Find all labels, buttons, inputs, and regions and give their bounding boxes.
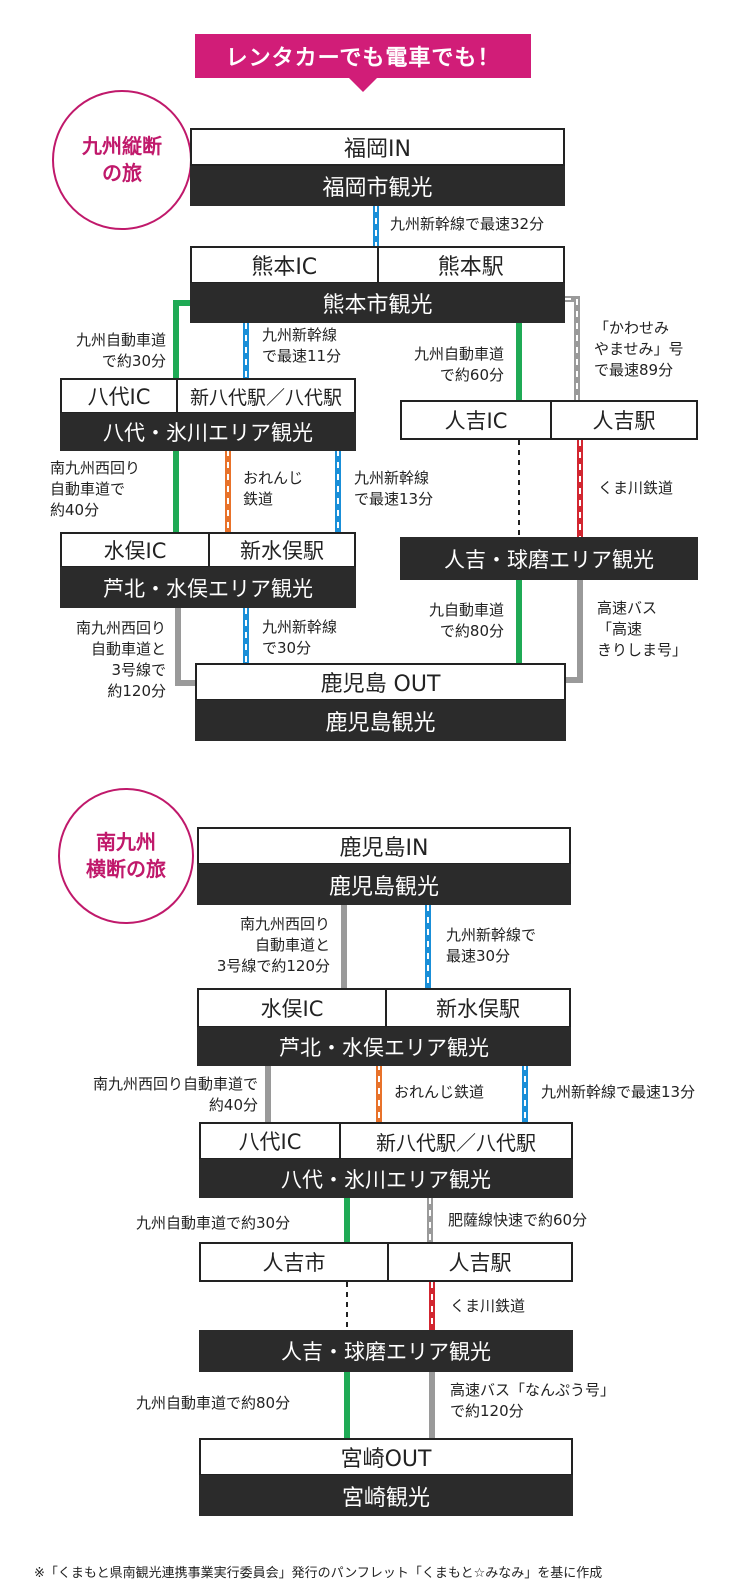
label-kuma: くま川鉄道 [598,479,674,497]
route-title-line2: の旅 [102,161,142,185]
miyazaki-out-box: 宮崎OUT [199,1438,573,1476]
route-title-line1: 南九州 [96,830,156,854]
kagoshima-sight2-label: 鹿児島観光 [328,874,439,900]
minamata2-ic: 水俣IC [199,990,387,1026]
kumamoto-nodes: 熊本IC 熊本駅 [190,246,565,284]
miyazaki-out-label: 宮崎OUT [340,1447,432,1472]
minamata-nodes: 水俣IC 新水俣駅 [60,532,356,568]
fukuoka-sight-box: 福岡市観光 [190,166,565,206]
yatsushiro-sight-label: 八代・氷川エリア観光 [103,421,313,445]
yatsushiro2-sight-box: 八代・氷川エリア観光 [199,1159,573,1198]
hitoyoshi-sight-box: 人吉・球磨エリア観光 [400,537,698,580]
route-title-line1: 九州縦断 [82,134,162,158]
label2-hisatsu: 肥薩線快速で約60分 [448,1211,588,1229]
hitoyoshi2-nodes: 人吉市 人吉駅 [199,1242,573,1282]
kagoshima-out-box: 鹿児島 OUT [195,663,566,701]
label-minami-40: 南九州西回り自動車道で約40分 [50,459,141,519]
label-shin-30: 九州新幹線で30分 [262,618,338,657]
label2-bus-nanpu: 高速バス「なんぷう号」で約120分 [450,1381,616,1420]
minamata2-station: 新水俣駅 [436,997,520,1021]
miyazaki-sight-label: 宮崎観光 [341,1485,430,1511]
yatsushiro-station: 新八代駅／八代駅 [189,386,342,409]
label2-shin-30: 九州新幹線で最速30分 [446,926,537,965]
hitoyoshi2-station: 人吉駅 [448,1251,512,1275]
yatsushiro-sight-box: 八代・氷川エリア観光 [60,413,356,451]
minamata-sight-label: 芦北・水俣エリア観光 [103,576,313,601]
label2-shin-13: 九州新幹線で最速13分 [541,1083,696,1101]
minamata-sight-box: 芦北・水俣エリア観光 [60,567,356,608]
hitoyoshi2-sight-box: 人吉・球磨エリア観光 [199,1330,573,1372]
fukuoka-in-box: 福岡IN [190,128,565,166]
label-orenji: おれんじ鉄道 [243,469,304,508]
kumamoto-station: 熊本駅 [437,255,504,280]
hitoyoshi2-sight-label: 人吉・球磨エリア観光 [281,1340,491,1364]
label-shin-13: 九州新幹線で最速13分 [354,469,434,508]
label2-kuma: くま川鉄道 [450,1297,526,1315]
label2-minami-40: 南九州西回り自動車道で約40分 [92,1075,258,1114]
hitoyoshi-station: 人吉駅 [592,409,656,433]
route-title-minami-odan: 南九州横断の旅 [58,788,194,924]
kagoshima-in-box: 鹿児島IN [197,827,571,865]
label-car-80: 九自動車道で約80分 [428,601,504,640]
kagoshima-sight-box: 鹿児島観光 [195,700,566,741]
kumamoto-sight-box: 熊本市観光 [190,283,565,323]
kagoshima-in-label: 鹿児島IN [339,836,429,861]
yatsushiro-nodes: 八代IC 新八代駅／八代駅 [60,378,356,414]
minamata2-nodes: 水俣IC 新水俣駅 [197,988,571,1028]
miyazaki-sight-box: 宮崎観光 [199,1475,573,1516]
banner-text: レンタカーでも電車でも！ [225,46,501,71]
kumamoto-ic: 熊本IC [192,248,379,282]
label-car-30: 九州自動車道で約30分 [75,331,166,370]
kagoshima-sight-label: 鹿児島観光 [325,710,436,736]
kagoshima-sight2-box: 鹿児島観光 [197,864,571,905]
yatsushiro2-sight-label: 八代・氷川エリア観光 [281,1167,491,1192]
label-car-60: 九州自動車道で約60分 [413,345,504,384]
hitoyoshi-sight-label: 人吉・球磨エリア観光 [444,547,654,572]
fukuoka-sight-label: 福岡市観光 [322,176,433,201]
hitoyoshi-city: 人吉市 [201,1244,389,1280]
label2-car-80: 九州自動車道で約80分 [136,1394,291,1412]
line-car [173,300,190,378]
label-shin-11: 九州新幹線で最速11分 [262,326,342,365]
yatsushiro-ic: 八代IC [62,380,178,412]
page-banner: レンタカーでも電車でも！ [195,34,531,92]
kagoshima-out-label: 鹿児島 OUT [320,672,441,697]
yatsushiro2-ic: 八代IC [201,1124,341,1158]
label2-car-30: 九州自動車道で約30分 [136,1214,291,1232]
minamata2-sight-box: 芦北・水俣エリア観光 [197,1027,571,1066]
route-title-line2: 横断の旅 [86,857,166,881]
fukuoka-in-label: 福岡IN [344,137,411,162]
label2-orenji: おれんじ鉄道 [394,1083,485,1101]
kumamoto-sight-label: 熊本市観光 [322,293,433,318]
minamata-ic: 水俣IC [62,534,210,566]
route-title-kyushu-judan: 九州縦断の旅 [52,90,192,230]
hitoyoshi-ic: 人吉IC [402,402,552,438]
footnote: ※「くまもと県南観光連携事業実行委員会」発行のパンフレット「くまもと☆みなみ」を… [34,1566,603,1581]
yatsushiro2-nodes: 八代IC 新八代駅／八代駅 [199,1122,573,1160]
label-bus-kirishima: 高速バス「高速きりしま号」 [597,599,688,659]
label-kawasemi: 「かわせみやませみ」号で最速89分 [594,319,684,379]
minamata-station: 新水俣駅 [240,539,324,563]
minamata2-sight-label: 芦北・水俣エリア観光 [279,1035,489,1060]
yatsushiro2-station: 新八代駅／八代駅 [376,1130,536,1155]
hitoyoshi-nodes: 人吉IC 人吉駅 [400,400,698,440]
label-shinkansen-32: 九州新幹線で最速32分 [390,215,545,233]
